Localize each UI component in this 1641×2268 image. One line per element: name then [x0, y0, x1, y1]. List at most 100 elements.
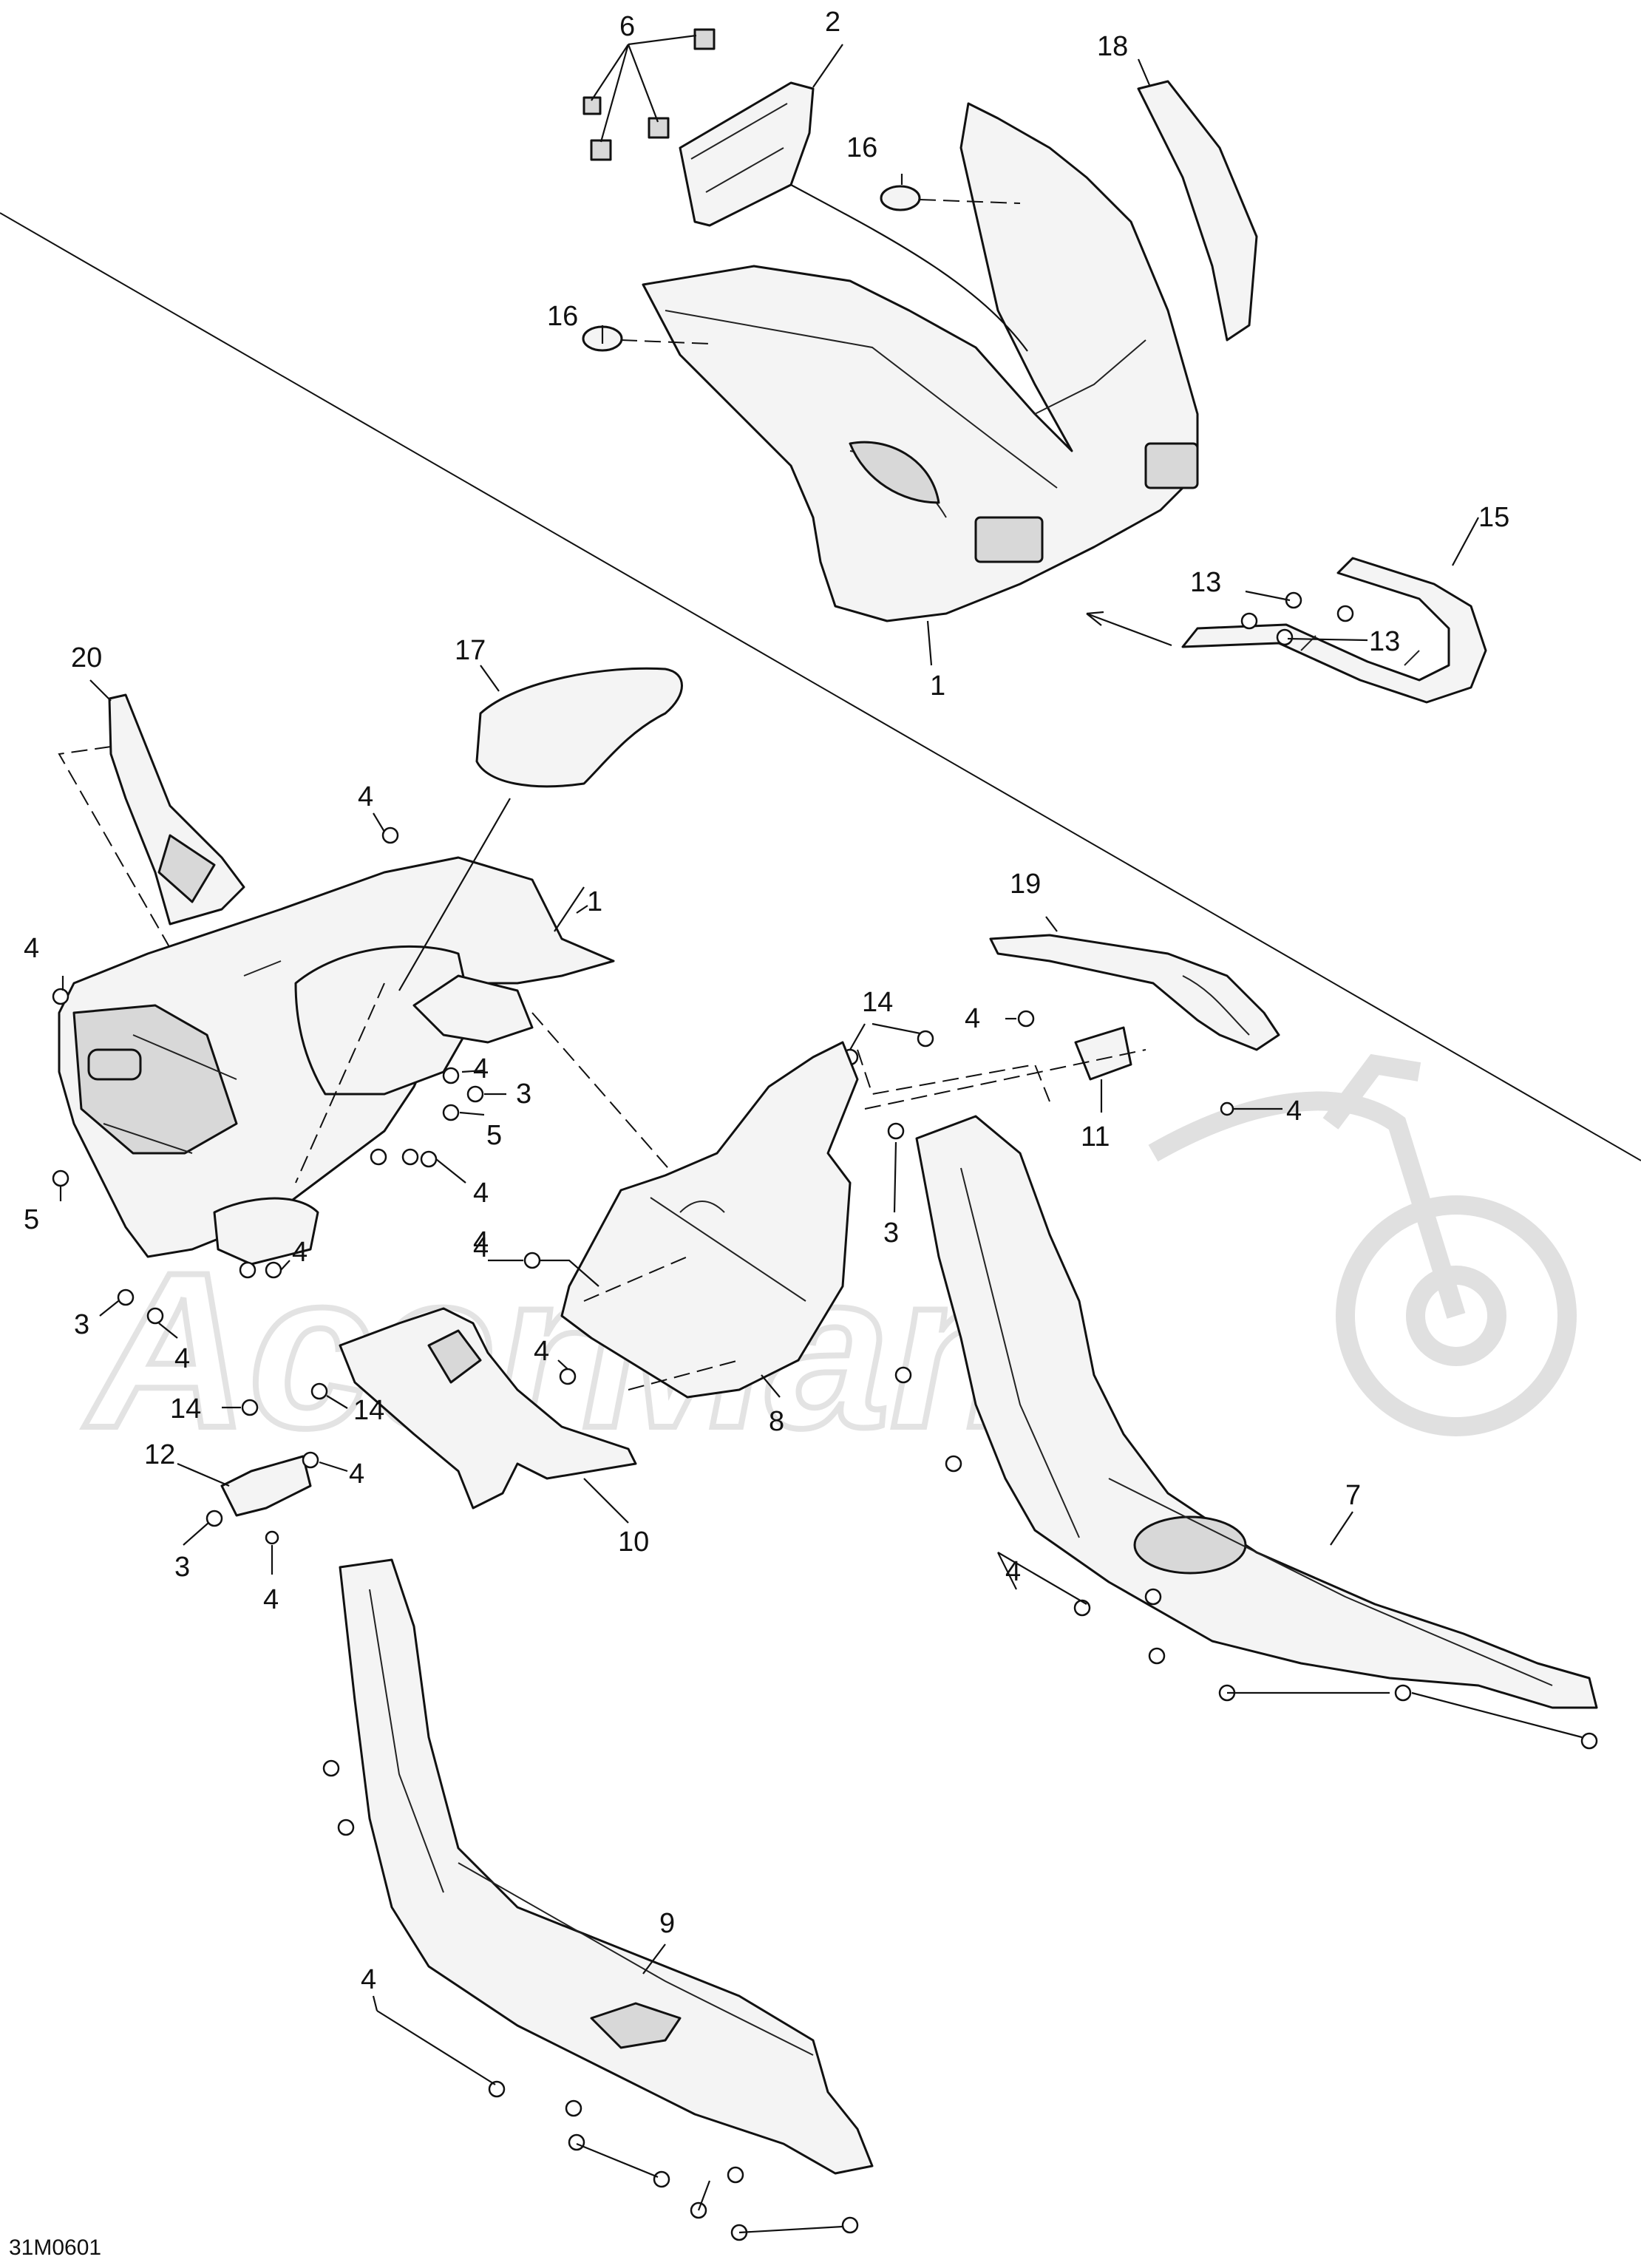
- leader-13-b: [1287, 637, 1368, 642]
- callout-9: 9: [659, 1908, 675, 1939]
- rivet-7-8: [1580, 1732, 1598, 1750]
- callout-13-b: 13: [1369, 626, 1400, 657]
- mid-dash-1: [531, 1012, 688, 1191]
- panel-7-body: [915, 1115, 1598, 1709]
- leader-3-c: [893, 1141, 897, 1213]
- callout-4-d: 4: [473, 1178, 489, 1209]
- leader-4-f: [158, 1323, 178, 1339]
- screw-14-2: [917, 1030, 934, 1048]
- leader-3-b: [99, 1300, 119, 1317]
- clip-bracket-body: [220, 1455, 312, 1517]
- callout-5-b: 5: [24, 1204, 39, 1235]
- console-panel: [560, 1041, 859, 1399]
- callout-4-e: 4: [292, 1237, 308, 1268]
- callout-20: 20: [71, 642, 102, 673]
- handle-bar-bands: [1300, 635, 1420, 666]
- screw-13-group: [1240, 591, 1354, 646]
- callout-15: 15: [1478, 502, 1509, 533]
- lower-tray: [213, 1197, 319, 1266]
- screw-14-3: [241, 1399, 259, 1416]
- leader-4-o: [372, 1995, 378, 2011]
- panel-9-inset: [590, 2002, 682, 2049]
- handle-bar: [1181, 557, 1487, 704]
- callout-4-h: 4: [965, 1003, 980, 1034]
- leader-5-a: [459, 1111, 485, 1116]
- mid-fairing-contours: [103, 960, 282, 1154]
- leader-4-l: [319, 1461, 348, 1473]
- side-deflector-path: [58, 746, 178, 962]
- callout-16-b: 16: [547, 301, 578, 332]
- leader-10: [583, 1478, 629, 1524]
- watermark-hub: [1406, 1266, 1506, 1366]
- side-deflector: [108, 693, 245, 926]
- watermark-wheel: [1336, 1195, 1577, 1436]
- rivet-9-10: [841, 2216, 859, 2234]
- callout-18: 18: [1097, 31, 1128, 62]
- deflector-body: [339, 1307, 637, 1510]
- fairing-right-vent: [1144, 442, 1199, 489]
- leader-4-e: [280, 1260, 291, 1271]
- panel-9-body: [339, 1558, 874, 2175]
- upper-cover-ribs: [690, 103, 788, 193]
- handle-bar-body: [1181, 557, 1487, 704]
- callout-4-f: 4: [174, 1343, 190, 1374]
- callout-4-m: 4: [263, 1584, 279, 1615]
- rivet-7-3: [1073, 1599, 1091, 1617]
- clip-group: [582, 28, 716, 161]
- bracket-11: [1074, 1026, 1132, 1081]
- rivet-mid-5: [401, 1148, 419, 1166]
- screw-13-4: [1276, 628, 1294, 646]
- rivet-7-7: [1394, 1684, 1412, 1702]
- panel-7-hole: [1133, 1515, 1247, 1575]
- side-panel-bracket: [989, 934, 1280, 1051]
- panel-7-leaders: [997, 1552, 1583, 1739]
- callout-14-a: 14: [862, 987, 893, 1018]
- rivet-12-2: [265, 1530, 279, 1545]
- callout-17: 17: [455, 635, 486, 666]
- mid-fairing-slot: [87, 1048, 142, 1081]
- clip-3: [590, 139, 612, 161]
- clip-4: [582, 96, 602, 115]
- leader-14-a: [849, 1022, 921, 1050]
- watermark-handlebar: [1322, 1053, 1421, 1130]
- screw-13-3: [1336, 605, 1354, 622]
- seat-cover: [475, 667, 683, 788]
- leader-4-k: [557, 1359, 568, 1370]
- callout-1-mid: 1: [587, 886, 602, 917]
- callout-4-j: 4: [473, 1232, 489, 1263]
- rivet-12-1: [302, 1451, 319, 1469]
- front-fairing-mid: [58, 856, 615, 1258]
- grommet-a-path: [919, 199, 1021, 204]
- leader-3-d: [183, 1522, 209, 1546]
- leader-4-d: [435, 1158, 466, 1184]
- clip-bracket: [205, 1451, 319, 1545]
- rivet-14-area: [1017, 1010, 1035, 1028]
- deflector-plate: [339, 1307, 637, 1510]
- rivet-mid-3: [442, 1067, 460, 1084]
- fairing-mid-leader: [554, 886, 585, 932]
- bracket-11-path: [864, 1049, 1146, 1110]
- rivet-mid-4: [370, 1148, 387, 1166]
- bracket-19-body: [989, 934, 1280, 1051]
- screw-13-2: [1240, 612, 1258, 630]
- rivet-mid-1: [381, 826, 399, 844]
- leader-4-c: [461, 1069, 485, 1073]
- callout-5-a: 5: [486, 1120, 502, 1151]
- rivet-mid-9: [146, 1307, 164, 1325]
- screw-mid-2: [117, 1289, 135, 1306]
- panel-9-leaders: [376, 2010, 843, 2234]
- callout-7: 7: [1345, 1480, 1361, 1511]
- callout-6: 6: [619, 11, 635, 42]
- leader-13-a: [1245, 590, 1291, 602]
- callout-4-g: 4: [473, 1226, 489, 1257]
- leader-17: [480, 665, 500, 692]
- console-contours: [650, 1197, 806, 1302]
- callout-4-i: 4: [1286, 1096, 1302, 1127]
- rivet-7-2: [945, 1455, 962, 1473]
- callout-3-b: 3: [74, 1309, 89, 1340]
- console-frame: [583, 1256, 740, 1391]
- rivet-7-4: [1144, 1588, 1162, 1606]
- section-divider: [0, 212, 1641, 1161]
- leader-1-top: [926, 620, 933, 666]
